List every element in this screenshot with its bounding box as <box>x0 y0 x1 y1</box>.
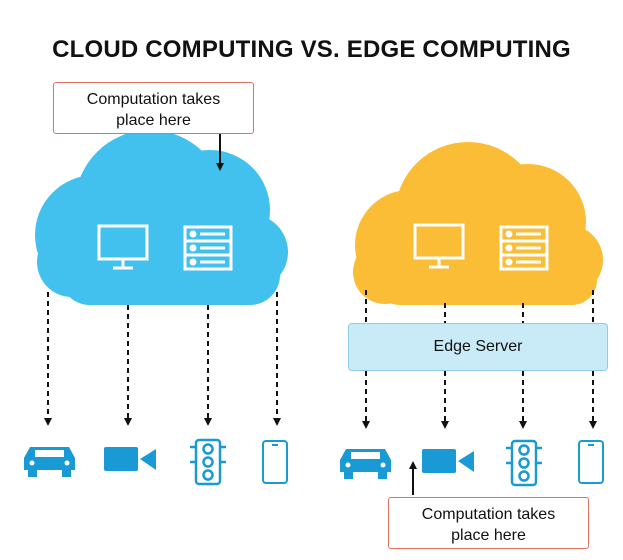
video-camera-icon <box>104 447 156 471</box>
edge-computing-cloud <box>353 142 603 305</box>
server-rack-icon <box>183 225 233 271</box>
monitor-icon <box>413 223 465 269</box>
callout-line-1: Computation takes <box>421 506 556 523</box>
diagram-title: CLOUD COMPUTING VS. EDGE COMPUTING <box>52 36 571 63</box>
monitor-icon <box>97 224 149 270</box>
server-rack-icon <box>499 225 549 271</box>
car-icon <box>340 449 391 479</box>
cloud-computing-cloud <box>35 130 288 305</box>
video-camera-icon <box>422 449 474 473</box>
edge-server-label: Edge Server <box>433 338 523 355</box>
traffic-light-icon <box>506 439 542 487</box>
edge-server-to-device-arrows <box>362 371 597 429</box>
edge-computation-callout: Computation takes place here <box>388 497 589 549</box>
edge-server-box: Edge Server <box>348 323 608 371</box>
cloud-computation-callout: Computation takes place here <box>53 82 254 134</box>
smartphone-icon <box>262 440 288 484</box>
cloud-to-device-arrows <box>44 292 281 426</box>
smartphone-icon <box>578 440 604 484</box>
callout-line-2: place here <box>451 527 526 544</box>
cloud-to-edge-server-lines <box>365 290 594 323</box>
car-icon <box>24 447 75 477</box>
traffic-light-icon <box>190 438 226 486</box>
callout-line-2: place here <box>116 112 191 129</box>
callout-line-1: Computation takes <box>86 91 221 108</box>
